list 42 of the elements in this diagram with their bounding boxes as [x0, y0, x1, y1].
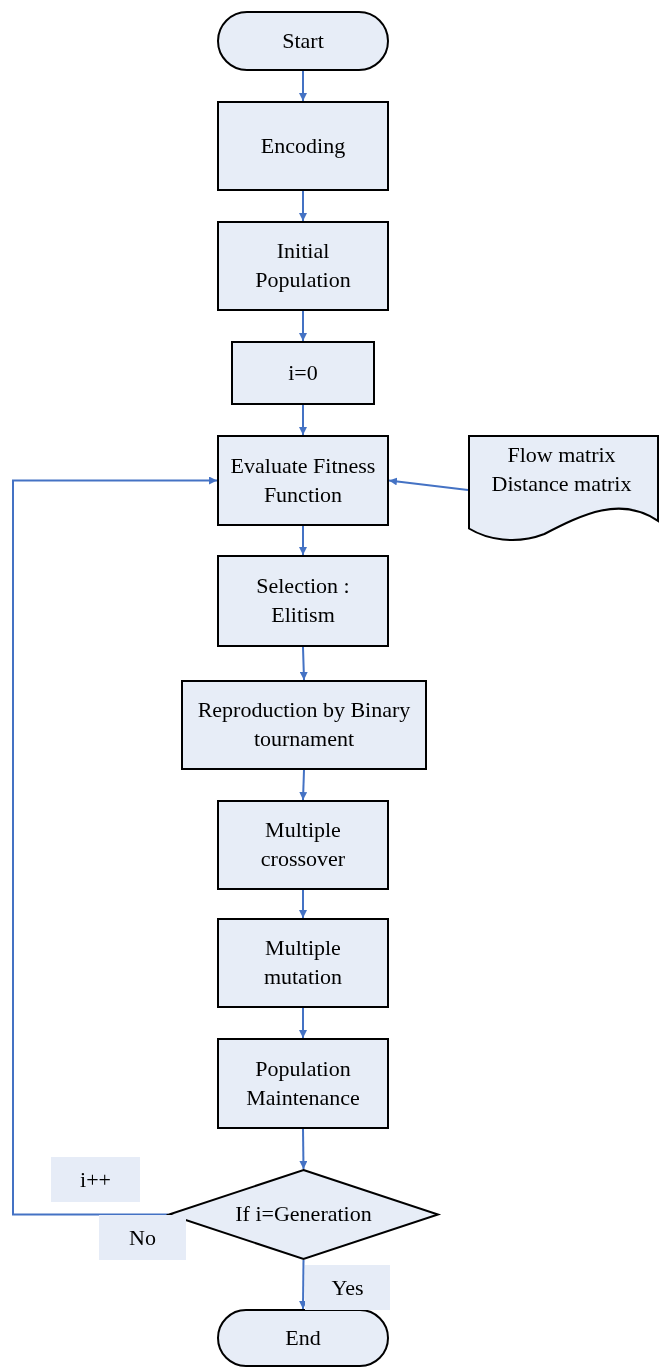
step-label: Start: [282, 26, 324, 55]
process-box: [217, 101, 389, 191]
arrow: [299, 70, 307, 102]
step-label: Multiple crossover: [259, 816, 347, 873]
arrow: [12, 476, 218, 1216]
arrow: [299, 769, 308, 801]
step-label: Reproduction by Binary tournament: [196, 696, 412, 753]
process-box: [217, 800, 389, 890]
arrow: [299, 525, 307, 556]
edge-label: No: [99, 1215, 186, 1260]
step-label: If i=Generation: [235, 1200, 372, 1229]
process-box: [217, 1038, 389, 1129]
step-label: Encoding: [259, 131, 347, 160]
step-label: Multiple mutation: [262, 934, 344, 991]
step-label: Selection : Elitism: [255, 572, 351, 629]
step-label: Distance matrix: [491, 469, 632, 498]
step-label: Flow matrix: [507, 441, 616, 469]
arrow: [299, 404, 307, 436]
process-box: [217, 221, 389, 311]
process-box: [181, 680, 427, 770]
decision-diamond: [168, 1169, 439, 1260]
step-label: End: [285, 1323, 321, 1352]
arrow: [299, 1007, 307, 1039]
step-label: Initial Population: [254, 237, 352, 294]
process-box: [217, 555, 389, 647]
arrow: [299, 1128, 308, 1170]
arrow: [299, 889, 307, 919]
terminal-pill: [217, 1309, 389, 1367]
process-box: [217, 918, 389, 1008]
edge-label: Yes: [305, 1265, 390, 1310]
arrow: [299, 190, 307, 222]
step-note: i++: [51, 1157, 140, 1202]
arrow: [299, 646, 308, 681]
step-label: Population Maintenance: [245, 1054, 361, 1112]
process-box: [217, 435, 389, 526]
arrow: [299, 310, 307, 342]
step-label: i=0: [287, 358, 319, 387]
arrow: [299, 1259, 308, 1310]
step-label: Evaluate Fitness Function: [229, 451, 377, 509]
arrow: [388, 477, 469, 491]
terminal-pill: [217, 11, 389, 71]
process-box: [231, 341, 375, 405]
